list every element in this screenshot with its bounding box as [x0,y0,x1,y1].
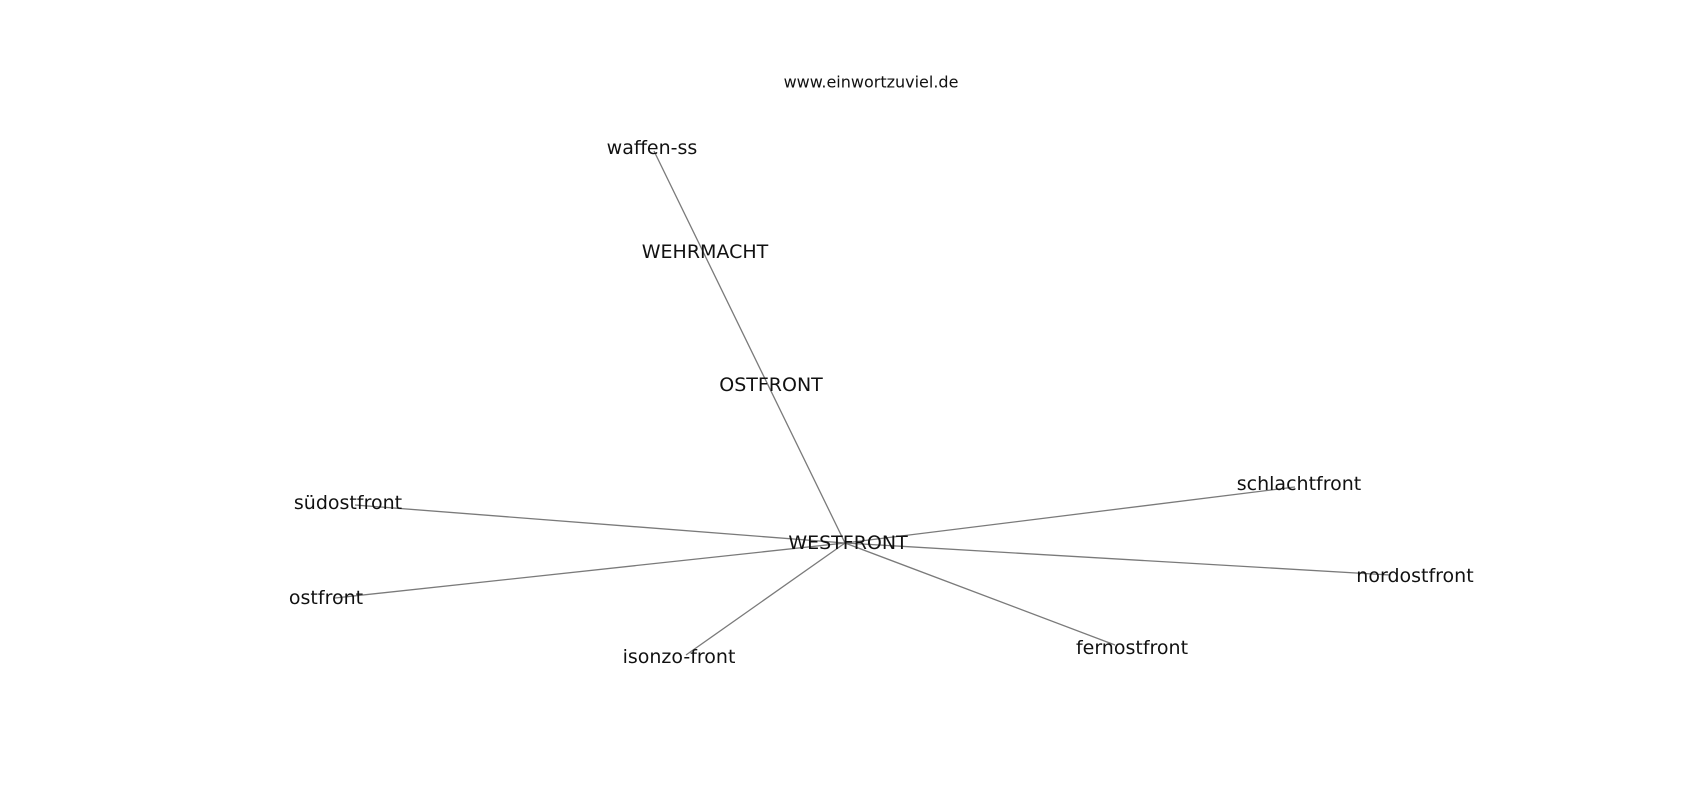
edges-layer [334,150,1391,656]
edge-westfront-nordostfront [844,542,1391,576]
edge-westfront-fernostfront [844,542,1116,646]
node-suedostfront: südostfront [294,492,402,514]
edge-westfront-suedostfront [354,504,846,544]
node-wehrmacht: WEHRMACHT [642,241,769,263]
node-westfront: WESTFRONT [788,532,908,554]
edge-westfront-schlachtfront [844,486,1296,544]
nodes-layer: WESTFRONT OSTFRONT WEHRMACHT waffen-ss südos… [289,137,1474,668]
edge-westfront-isonzo_front [685,542,846,656]
edge-westfront-ostfront [334,542,846,599]
watermark-text: www.einwortzuviel.de [784,73,959,92]
node-schlachtfront: schlachtfront [1237,473,1361,495]
node-fernostfront: fernostfront [1076,637,1188,659]
node-isonzo_front: isonzo-front [623,646,736,668]
node-nordostfront: nordostfront [1356,565,1473,587]
node-ostfront_upper: OSTFRONT [719,374,823,396]
node-ostfront: ostfront [289,587,363,609]
edge-westfront-waffen_ss [653,150,846,544]
node-waffen_ss: waffen-ss [607,137,698,159]
